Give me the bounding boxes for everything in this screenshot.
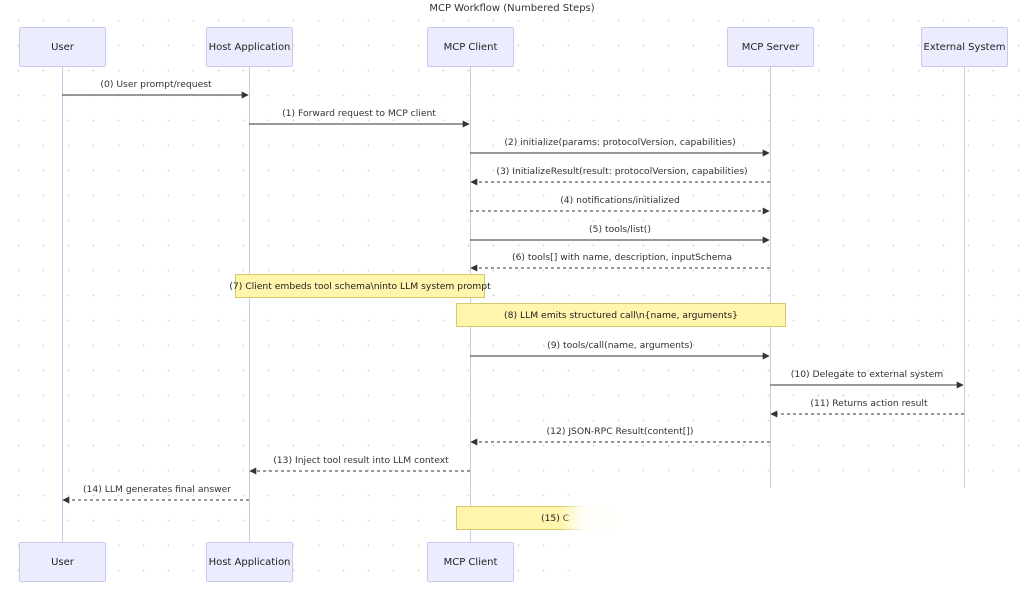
lifeline-mcp-server	[770, 66, 771, 506]
actor-user: User	[19, 27, 106, 67]
message-label-12: (12) JSON-RPC Result(content[])	[546, 426, 694, 437]
message-label-14: (14) LLM generates final answer	[82, 484, 232, 495]
actor-label: External System	[923, 41, 1006, 53]
actor-label: MCP Server	[741, 41, 800, 53]
actor-label: Host Application	[208, 41, 291, 53]
message-label-6: (6) tools[] with name, description, inpu…	[511, 252, 733, 263]
note-label: (8) LLM emits structured call\n{name, ar…	[504, 309, 738, 321]
lifeline-user	[62, 66, 63, 542]
diagram-title: MCP Workflow (Numbered Steps)	[429, 3, 595, 14]
actor-host-application-bottom: Host Application	[206, 542, 293, 582]
message-label-1: (1) Forward request to MCP client	[282, 108, 436, 119]
message-label-5: (5) tools/list()	[589, 224, 651, 235]
faded-region	[560, 488, 1024, 594]
actor-label: User	[51, 556, 74, 568]
actor-user-bottom: User	[19, 542, 106, 582]
note-label: (15) C	[541, 512, 570, 524]
note-label: (7) Client embeds tool schema\ninto LLM …	[229, 280, 491, 292]
actor-host-application: Host Application	[206, 27, 293, 67]
message-label-3: (3) InitializeResult(result: protocolVer…	[496, 166, 748, 177]
actor-label: Host Application	[208, 556, 291, 568]
note-step-8: (8) LLM emits structured call\n{name, ar…	[456, 303, 786, 327]
message-label-0: (0) User prompt/request	[100, 79, 212, 90]
actor-label: MCP Client	[443, 556, 498, 568]
actor-label: MCP Client	[443, 41, 498, 53]
message-label-4: (4) notifications/initialized	[560, 195, 680, 206]
message-label-10: (10) Delegate to external system	[790, 369, 944, 380]
actor-label: User	[51, 41, 74, 53]
message-label-9: (9) tools/call(name, arguments)	[547, 340, 693, 351]
lifeline-host-application	[249, 66, 250, 542]
actor-mcp-server: MCP Server	[727, 27, 814, 67]
lifeline-external-system	[964, 66, 965, 506]
note-step-7: (7) Client embeds tool schema\ninto LLM …	[229, 274, 491, 298]
actor-mcp-client-bottom: MCP Client	[427, 542, 514, 582]
actor-external-system: External System	[921, 27, 1008, 67]
message-label-11: (11) Returns action result	[810, 398, 928, 409]
actor-mcp-client: MCP Client	[427, 27, 514, 67]
message-label-2: (2) initialize(params: protocolVersion, …	[504, 137, 736, 148]
message-label-13: (13) Inject tool result into LLM context	[273, 455, 449, 466]
